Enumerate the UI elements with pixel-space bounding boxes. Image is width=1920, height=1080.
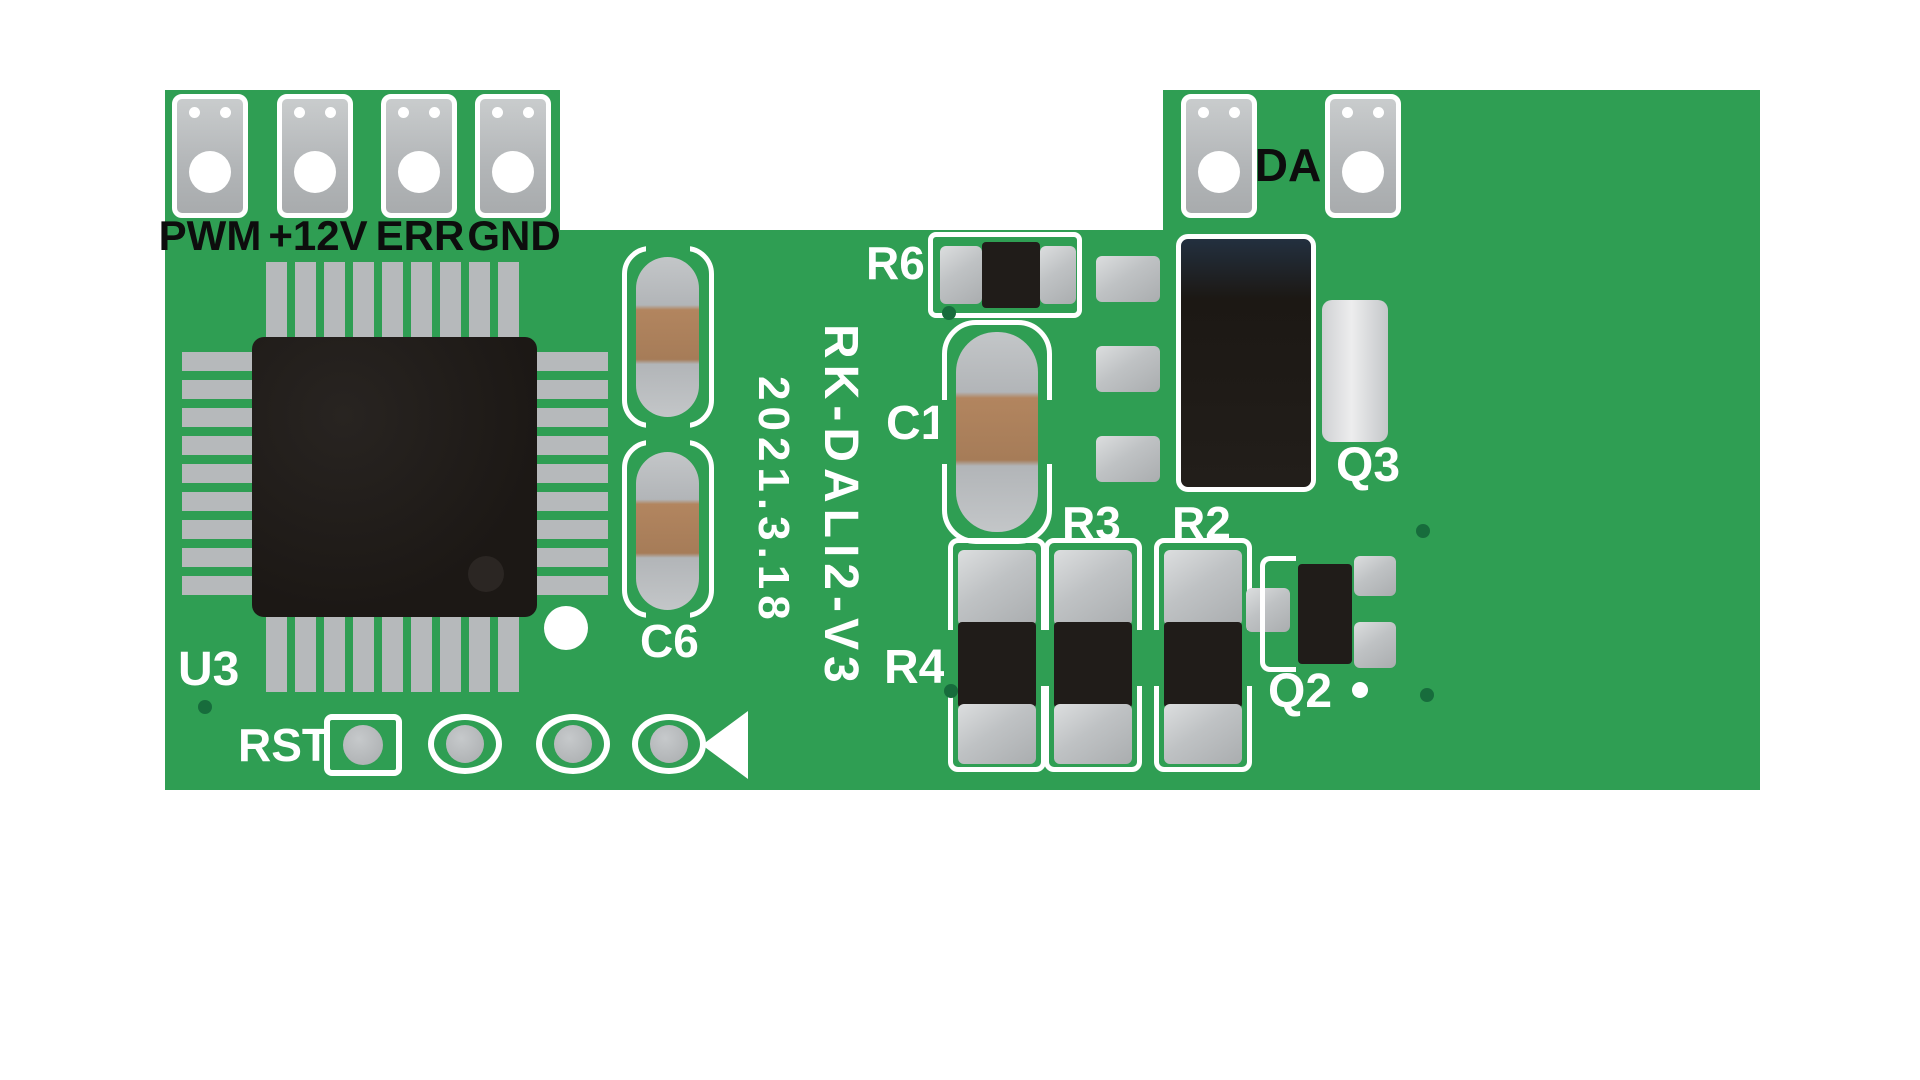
r4-pad-top xyxy=(958,550,1036,626)
u3-pins-right xyxy=(535,352,608,603)
c1-label: C1 xyxy=(886,397,948,450)
rst-pad-3 xyxy=(536,714,610,774)
c6-label: C6 xyxy=(640,615,699,667)
r6-label: R6 xyxy=(866,237,925,289)
q2-silkscreen-bracket xyxy=(1260,556,1296,672)
terminal-label-12v: +12V xyxy=(268,212,368,259)
terminal-label-gnd: GND xyxy=(467,212,561,259)
pin-hole-dot xyxy=(1373,107,1384,118)
q2-pad-right-top xyxy=(1354,556,1396,596)
terminal-hole xyxy=(398,151,440,193)
da-terminal-pad-2 xyxy=(1325,94,1401,218)
q2-pad-left xyxy=(1246,588,1290,632)
rst-pad-center xyxy=(446,725,484,763)
rst-pad-center xyxy=(554,725,592,763)
via-dot xyxy=(1416,524,1430,538)
pin-hole-dot xyxy=(189,107,200,118)
terminal-label-err: ERR xyxy=(375,212,465,259)
terminal-hole xyxy=(1342,151,1384,193)
silkscreen-gap xyxy=(646,612,690,624)
silkscreen-gap xyxy=(1040,630,1052,686)
rst-pad-4 xyxy=(632,714,706,774)
q2-transistor-body xyxy=(1298,564,1352,664)
pin-hole-dot xyxy=(492,107,503,118)
u3-pins-bottom xyxy=(266,614,527,692)
rst-pad-center xyxy=(343,725,383,765)
silkscreen-gap xyxy=(646,436,690,448)
terminal-hole xyxy=(1198,151,1240,193)
via-dot xyxy=(1420,688,1434,702)
via-dot xyxy=(944,684,958,698)
pin-hole-dot xyxy=(1229,107,1240,118)
q3-pad-2 xyxy=(1096,346,1160,392)
pin-hole-dot xyxy=(523,107,534,118)
rst-pad-2 xyxy=(428,714,502,774)
pin1-triangle-marker xyxy=(702,711,748,779)
rst-pad-square xyxy=(324,714,402,776)
u3-ic-body xyxy=(252,337,537,617)
silkscreen-gap xyxy=(1134,630,1148,686)
r2-body xyxy=(1164,622,1242,708)
q2-label: Q2 xyxy=(1268,665,1333,718)
gnd-terminal-pad xyxy=(475,94,551,218)
pin-hole-dot xyxy=(294,107,305,118)
silkscreen-gap xyxy=(938,400,952,464)
err-terminal-pad xyxy=(381,94,457,218)
silkscreen-gap xyxy=(1150,630,1162,686)
terminal-label-da: DA xyxy=(1254,139,1322,191)
terminal-hole xyxy=(294,151,336,193)
v12-terminal-pad xyxy=(277,94,353,218)
u3-pin1-dimple xyxy=(468,556,504,592)
pin-hole-dot xyxy=(220,107,231,118)
via-dot xyxy=(942,306,956,320)
c1-capacitor xyxy=(956,332,1038,532)
r3-pad-bottom xyxy=(1054,704,1132,764)
silkscreen-gap xyxy=(1042,400,1056,464)
r3-body xyxy=(1054,622,1132,708)
r6-silkscreen-outline xyxy=(928,232,1082,318)
terminal-hole xyxy=(189,151,231,193)
silkscreen-gap xyxy=(646,420,690,432)
silkscreen-gap xyxy=(646,242,690,254)
rst-label: RST xyxy=(238,719,330,771)
board-model-text: RK-DALI2-V3 xyxy=(814,324,867,689)
board-date-text: 2021.3.18 xyxy=(749,376,798,626)
pin-hole-dot xyxy=(1198,107,1209,118)
r6-pad-left xyxy=(940,246,982,304)
r2-pad-bottom xyxy=(1164,704,1242,764)
pin-hole-dot xyxy=(325,107,336,118)
fiducial-dot xyxy=(1352,682,1368,698)
r4-label: R4 xyxy=(884,641,946,694)
via-dot xyxy=(198,700,212,714)
q3-pad-3 xyxy=(1096,436,1160,482)
r2-pad-top xyxy=(1164,550,1242,626)
r4-body xyxy=(958,622,1036,708)
u3-pins-top xyxy=(266,262,527,340)
u3-label: U3 xyxy=(178,643,240,696)
u3-pins-left xyxy=(182,352,255,603)
r3-pad-top xyxy=(1054,550,1132,626)
pwm-terminal-pad xyxy=(172,94,248,218)
silkscreen-gap xyxy=(944,630,956,686)
c6-capacitor-top xyxy=(636,257,699,417)
rst-pad-center xyxy=(650,725,688,763)
q3-transistor-body xyxy=(1176,234,1316,492)
q2-pad-right-bottom xyxy=(1354,622,1396,668)
da-terminal-pad-1 xyxy=(1181,94,1257,218)
terminal-hole xyxy=(492,151,534,193)
r6-pad-right xyxy=(1040,246,1076,304)
pin-hole-dot xyxy=(398,107,409,118)
q3-tab-pad xyxy=(1322,300,1388,442)
mounting-via xyxy=(544,606,588,650)
pin-hole-dot xyxy=(1342,107,1353,118)
silkscreen-gap xyxy=(1244,630,1258,686)
r6-body xyxy=(982,242,1040,308)
q3-pad-1 xyxy=(1096,256,1160,302)
r4-pad-bottom xyxy=(958,704,1036,764)
c6-capacitor-bottom xyxy=(636,452,699,610)
pin-hole-dot xyxy=(429,107,440,118)
q3-label: Q3 xyxy=(1336,439,1401,492)
terminal-label-pwm: PWM xyxy=(158,212,262,259)
